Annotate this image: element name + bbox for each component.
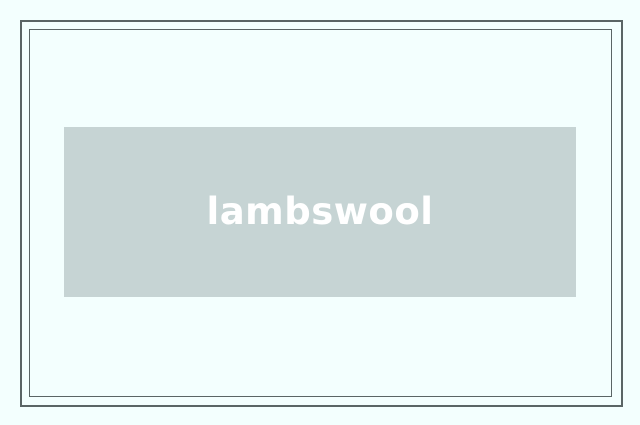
placeholder-label: lambswool — [206, 189, 434, 233]
inner-frame-border — [29, 29, 612, 397]
image-placeholder: lambswool — [64, 127, 576, 297]
outer-frame-border — [20, 20, 623, 407]
